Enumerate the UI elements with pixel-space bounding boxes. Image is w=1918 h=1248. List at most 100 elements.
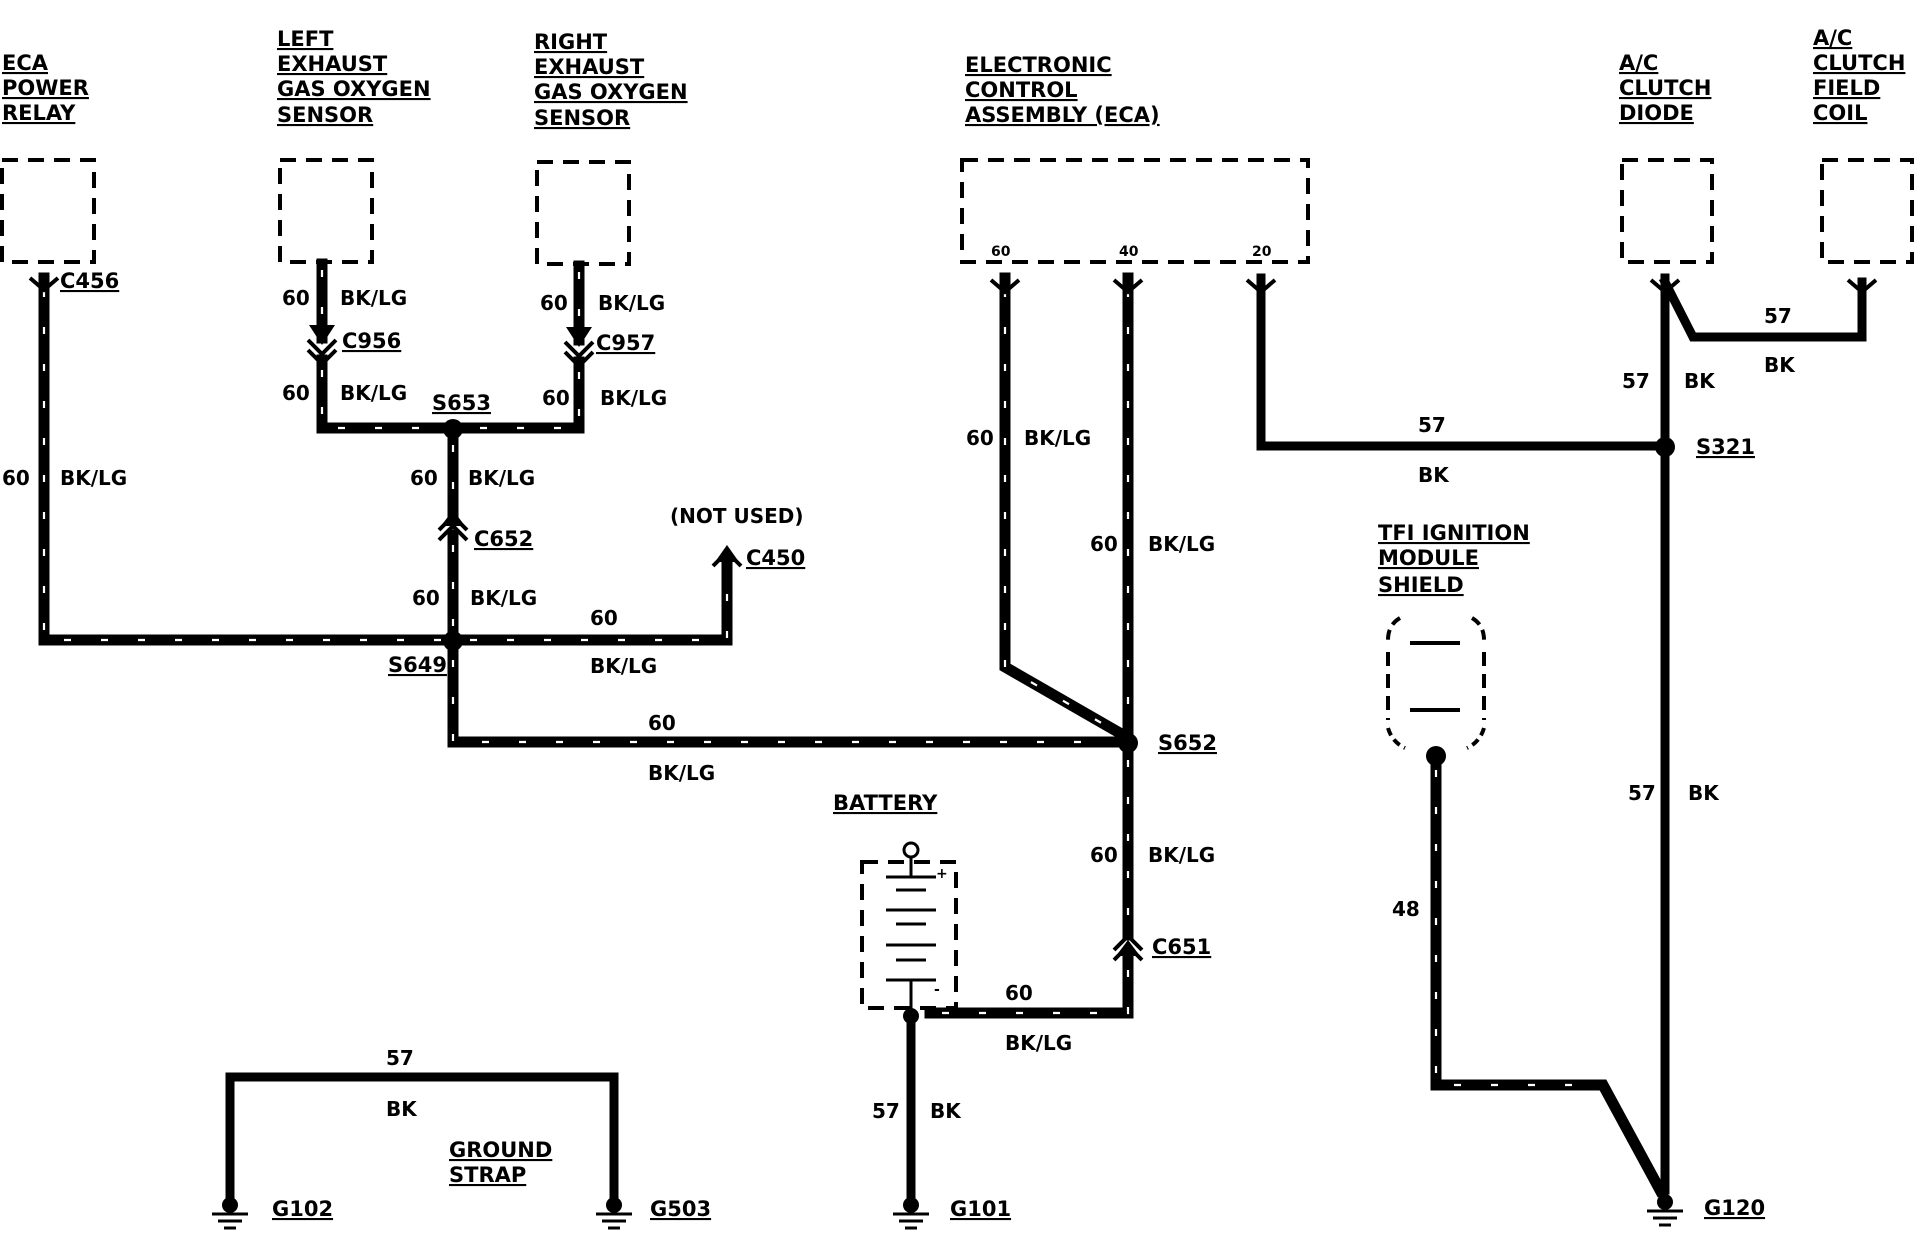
svg-text:57: 57: [1764, 304, 1792, 328]
svg-text:EXHAUST: EXHAUST: [277, 52, 388, 76]
svg-text:BK/LG: BK/LG: [598, 291, 665, 315]
svg-text:GAS OXYGEN: GAS OXYGEN: [277, 77, 431, 101]
svg-text:COIL: COIL: [1813, 101, 1867, 125]
battery-symbol: + -: [860, 841, 958, 1012]
svg-text:STRAP: STRAP: [449, 1163, 526, 1187]
svg-text:BK/LG: BK/LG: [600, 386, 667, 410]
splice-s652: S652: [1158, 731, 1217, 755]
svg-text:FIELD: FIELD: [1813, 76, 1880, 100]
svg-text:RELAY: RELAY: [2, 101, 76, 125]
battery-neg-dot: [903, 1008, 919, 1024]
svg-text:SENSOR: SENSOR: [534, 106, 630, 130]
ac-clutch-coil-box: [1820, 158, 1914, 264]
svg-text:GROUND: GROUND: [449, 1138, 552, 1162]
ac-clutch-diode-box: [1620, 158, 1714, 264]
connector-arrows: [309, 325, 1140, 956]
right-ego-sensor-label: RIGHT EXHAUST GAS OXYGEN SENSOR: [534, 30, 688, 130]
svg-text:BK: BK: [1684, 369, 1716, 393]
connector-c651: C651: [1152, 935, 1211, 959]
splice-s652-dot: [1118, 733, 1138, 753]
svg-text:60: 60: [648, 711, 676, 735]
svg-text:60: 60: [1090, 843, 1118, 867]
right-ego-sensor-box: [535, 160, 631, 266]
connector-c956: C956: [342, 329, 401, 353]
left-ego-sensor-box: [278, 158, 374, 264]
svg-text:BK/LG: BK/LG: [1024, 426, 1091, 450]
svg-text:60: 60: [966, 426, 994, 450]
ground-strap-label: GROUND STRAP: [449, 1138, 552, 1187]
svg-text:57: 57: [386, 1046, 414, 1070]
ground-g120: G120: [1704, 1196, 1765, 1220]
ground-symbols: [212, 1194, 1683, 1230]
svg-text:60: 60: [410, 466, 438, 490]
ac-clutch-coil-label: A/C CLUTCH FIELD COIL: [1813, 26, 1905, 125]
splice-s649: S649: [388, 653, 447, 677]
svg-text:BK: BK: [930, 1099, 962, 1123]
svg-text:60: 60: [282, 381, 310, 405]
svg-text:BK/LG: BK/LG: [648, 761, 715, 785]
svg-text:CLUTCH: CLUTCH: [1813, 51, 1905, 75]
svg-text:57: 57: [1418, 413, 1446, 437]
splice-s649-dot: [443, 631, 463, 651]
eca-power-relay-label: ECA POWER RELAY: [2, 51, 89, 125]
svg-text:BK/LG: BK/LG: [1148, 843, 1215, 867]
svg-text:BK/LG: BK/LG: [470, 586, 537, 610]
svg-text:SENSOR: SENSOR: [277, 103, 373, 127]
tfi-shield-dot: [1426, 746, 1446, 766]
wire-circuit-57: [225, 273, 1867, 1200]
svg-text:TFI IGNITION: TFI IGNITION: [1378, 521, 1530, 545]
svg-text:BK/LG: BK/LG: [1148, 532, 1215, 556]
svg-text:BK/LG: BK/LG: [1005, 1031, 1072, 1055]
splice-s653: S653: [432, 391, 491, 415]
left-ego-sensor-label: LEFT EXHAUST GAS OXYGEN SENSOR: [277, 27, 431, 127]
svg-text:EXHAUST: EXHAUST: [534, 55, 645, 79]
svg-text:BK/LG: BK/LG: [340, 286, 407, 310]
wire-labels: 60 BK/LG 60 BK/LG 60 BK/LG 60 BK/LG 60 B…: [2, 286, 1796, 1123]
svg-text:SHIELD: SHIELD: [1378, 573, 1464, 597]
splice-s321-dot: [1655, 437, 1675, 457]
wire-circuit-48: [1430, 754, 1668, 1198]
svg-text:60: 60: [1090, 532, 1118, 556]
eca-box: [960, 158, 1310, 264]
ac-clutch-diode-label: A/C CLUTCH DIODE: [1619, 51, 1711, 125]
wire-circuit-60: [38, 258, 1134, 1019]
svg-text:57: 57: [872, 1099, 900, 1123]
svg-text:60: 60: [282, 286, 310, 310]
connector-c456: C456: [60, 269, 119, 293]
splice-s653-dot: [443, 419, 463, 439]
tfi-shield-label: TFI IGNITION MODULE SHIELD: [1378, 521, 1530, 597]
svg-text:BK: BK: [1418, 463, 1450, 487]
svg-text:BK: BK: [386, 1097, 418, 1121]
svg-text:57: 57: [1622, 369, 1650, 393]
svg-text:BK/LG: BK/LG: [60, 466, 127, 490]
connector-c652: C652: [474, 527, 533, 551]
eca-power-relay-box: [0, 158, 96, 264]
svg-text:DIODE: DIODE: [1619, 101, 1694, 125]
svg-text:ELECTRONIC: ELECTRONIC: [965, 53, 1112, 77]
not-used-label: (NOT USED): [670, 504, 804, 528]
svg-text:LEFT: LEFT: [277, 27, 334, 51]
ground-g503: G503: [650, 1197, 711, 1221]
svg-text:A/C: A/C: [1619, 51, 1658, 75]
svg-text:A/C: A/C: [1813, 26, 1852, 50]
svg-text:57: 57: [1628, 781, 1656, 805]
battery-label: BATTERY: [833, 791, 938, 815]
eca-label: ELECTRONIC CONTROL ASSEMBLY (ECA): [965, 53, 1160, 127]
svg-text:60: 60: [2, 466, 30, 490]
eca-pin-40: 40: [1119, 244, 1139, 260]
svg-text:48: 48: [1392, 897, 1420, 921]
eca-pin-20: 20: [1252, 244, 1272, 260]
svg-text:CONTROL: CONTROL: [965, 78, 1078, 102]
svg-text:BK: BK: [1688, 781, 1720, 805]
connector-c957: C957: [596, 331, 655, 355]
connector-c450: C450: [746, 546, 805, 570]
svg-text:60: 60: [540, 291, 568, 315]
svg-text:60: 60: [412, 586, 440, 610]
svg-text:-: -: [934, 982, 940, 998]
svg-text:MODULE: MODULE: [1378, 546, 1479, 570]
svg-text:ASSEMBLY (ECA): ASSEMBLY (ECA): [965, 103, 1160, 127]
svg-text:POWER: POWER: [2, 76, 89, 100]
tfi-shield-symbol: [1386, 616, 1486, 750]
svg-text:60: 60: [1005, 981, 1033, 1005]
